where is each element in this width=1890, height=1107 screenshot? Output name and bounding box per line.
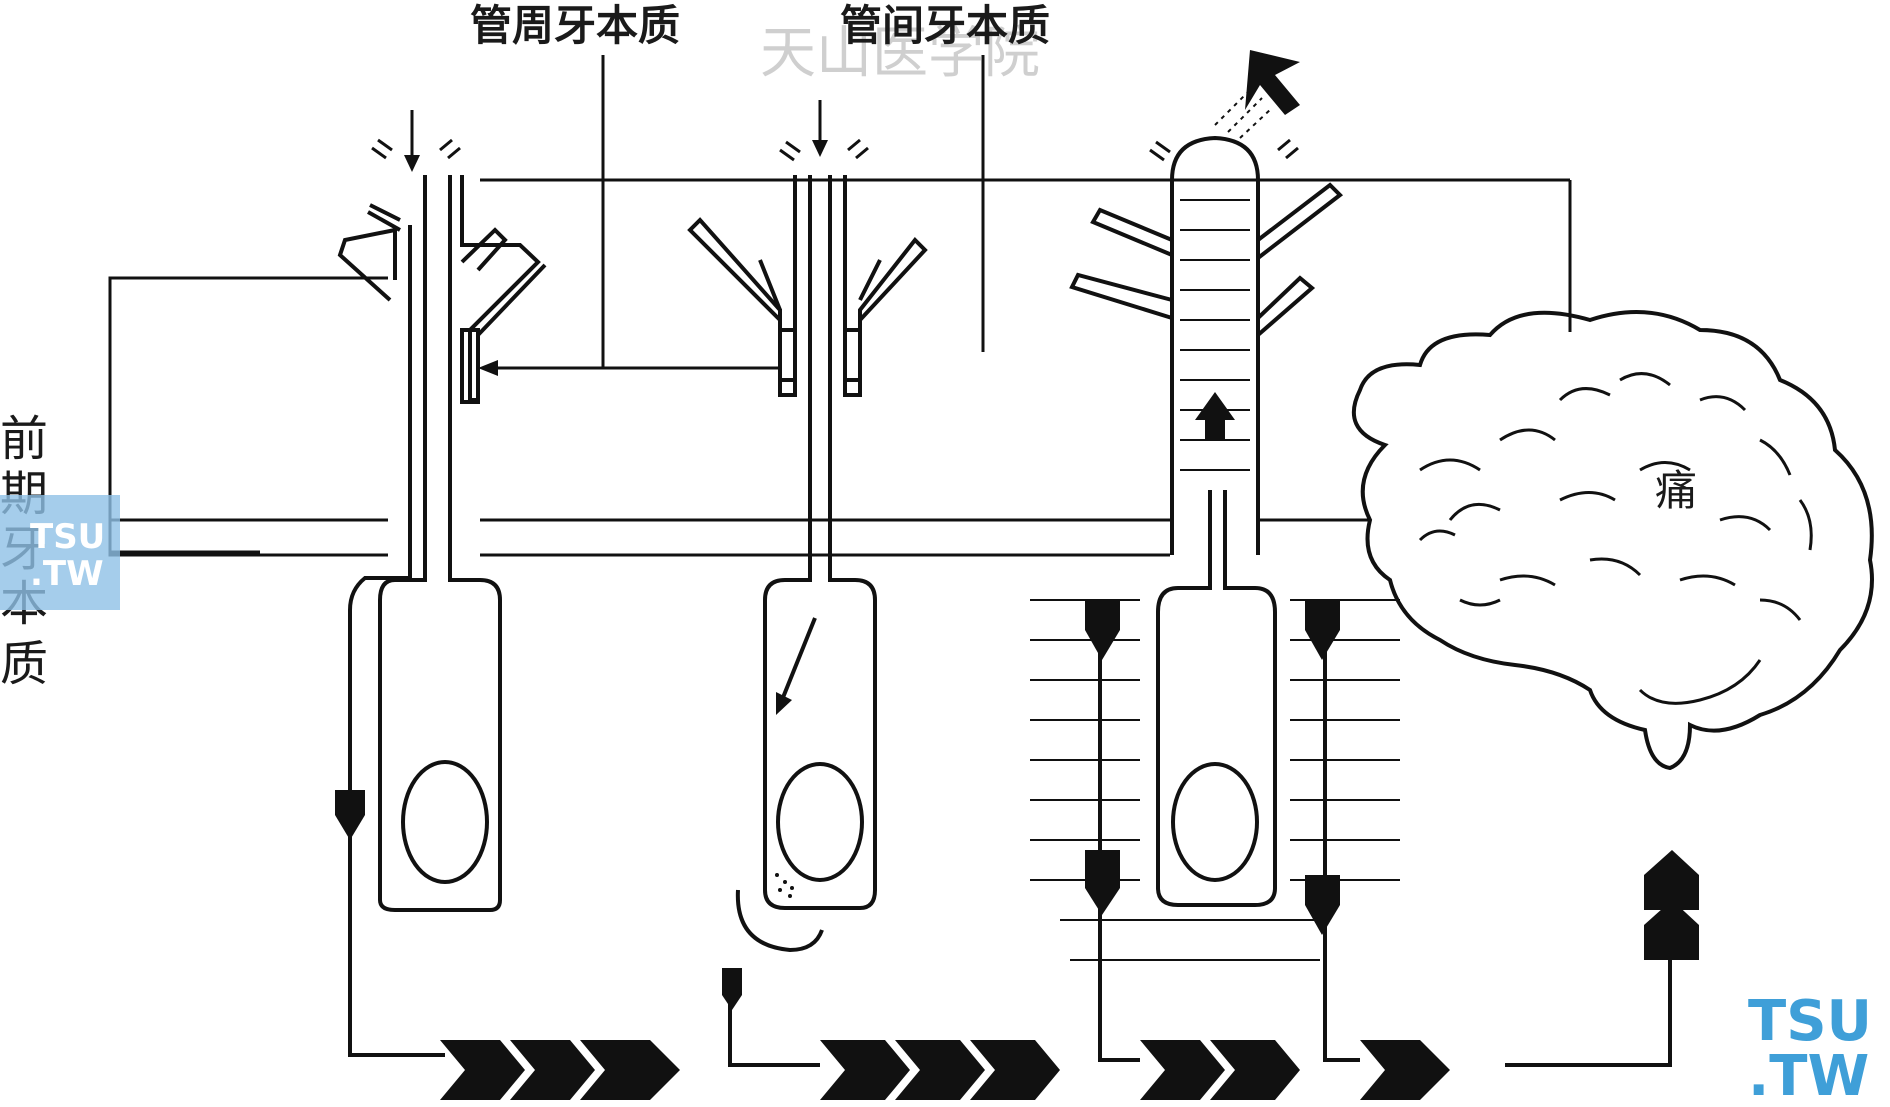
odontoblast-3 [1069, 135, 1344, 907]
predentin-char-1: 前 [0, 411, 48, 467]
peritubular-sheath-3 [843, 328, 862, 397]
watermark-logo-large: TSU .TW [1748, 989, 1872, 1107]
peritubular-sheath-2 [778, 328, 797, 397]
watermark-logo-small-line2: .TW [30, 554, 104, 594]
label-peritubular-dentin: 管周牙本质 [470, 1, 680, 50]
dentin-block [108, 178, 1572, 557]
peritubular-sheath-1 [460, 328, 480, 404]
watermark-logo-small: TSU .TW [0, 495, 120, 610]
odontoblast-1 [337, 175, 547, 1057]
nucleus-1 [401, 760, 489, 884]
label-pain: 痛 [1655, 466, 1697, 515]
watermark-logo-small-line1: TSU [30, 517, 105, 557]
predentin-char-5: 质 [0, 636, 48, 692]
stimulus-marks [371, 50, 1300, 172]
nerve-pathways [728, 600, 1672, 1067]
watermark-site-name: 天山医学院 [760, 21, 1040, 86]
watermark-logo-large-line1: TSU [1748, 989, 1872, 1054]
watermark-logo-large-line2: .TW [1748, 1044, 1869, 1107]
leader-lines [110, 55, 985, 554]
nucleus-3 [1171, 762, 1259, 882]
nucleus-2 [776, 762, 864, 882]
impulse-chevrons [335, 600, 1699, 1100]
brain-illustration [1351, 310, 1874, 771]
fluid-outflow-arrow [1245, 50, 1300, 115]
label-intertubular-dentin: 管间牙本质 [840, 1, 1050, 50]
odontoblast-2 [687, 175, 928, 953]
membrane-arc [735, 889, 824, 953]
